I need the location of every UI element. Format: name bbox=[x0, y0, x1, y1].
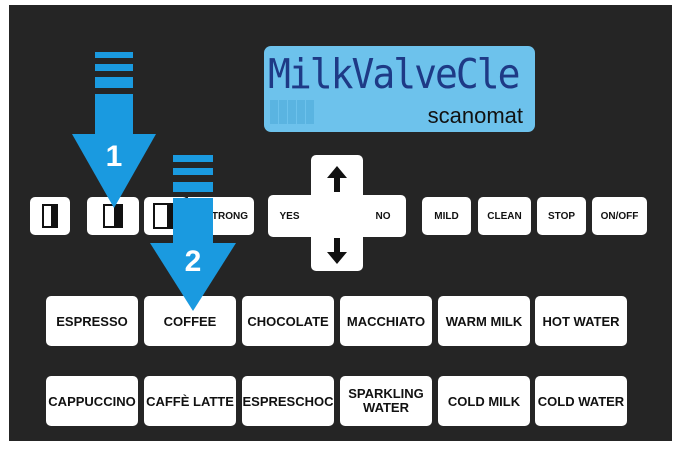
chocolate-label: CHOCOLATE bbox=[247, 313, 329, 329]
cappuccino-button[interactable]: CAPPUCCINO bbox=[46, 376, 138, 426]
cold-milk-button[interactable]: COLD MILK bbox=[438, 376, 530, 426]
espreschoc-button[interactable]: ESPRESCHOC bbox=[242, 376, 334, 426]
brand-logo: scanomat bbox=[427, 103, 523, 128]
cold-milk-label: COLD MILK bbox=[447, 393, 521, 409]
mild-label: MILD bbox=[434, 210, 459, 222]
stop-button[interactable]: STOP bbox=[537, 197, 586, 235]
no-button[interactable]: NO bbox=[363, 195, 403, 237]
step-1-number: 1 bbox=[105, 139, 123, 173]
step-2-arrow bbox=[150, 155, 236, 311]
hot-water-label: HOT WATER bbox=[542, 313, 620, 329]
small-cup-icon bbox=[42, 204, 58, 228]
down-button[interactable] bbox=[318, 232, 356, 270]
macchiato-label: MACCHIATO bbox=[346, 313, 426, 329]
step-1-arrow bbox=[72, 52, 156, 208]
lcd-display: MilkValveCle scanomat bbox=[264, 46, 535, 132]
yes-button[interactable]: YES bbox=[268, 195, 311, 237]
warm-milk-button[interactable]: WARM MILK bbox=[438, 296, 530, 346]
clean-button[interactable]: CLEAN bbox=[478, 197, 531, 235]
on-off-button[interactable]: ON/OFF bbox=[592, 197, 647, 235]
mild-button[interactable]: MILD bbox=[422, 197, 471, 235]
arrow-up-icon bbox=[327, 166, 347, 192]
macchiato-button[interactable]: MACCHIATO bbox=[340, 296, 432, 346]
lcd-message: MilkValveCle bbox=[268, 50, 521, 98]
no-label: NO bbox=[375, 210, 391, 222]
stop-label: STOP bbox=[547, 210, 576, 222]
caffe-latte-button[interactable]: CAFFÈ LATTE bbox=[144, 376, 236, 426]
arrow-down-icon bbox=[327, 238, 347, 264]
espresso-label: ESPRESSO bbox=[56, 313, 128, 329]
sparkling-water-button[interactable]: SPARKLING WATER bbox=[340, 376, 432, 426]
up-button[interactable] bbox=[318, 160, 356, 198]
hot-water-button[interactable]: HOT WATER bbox=[535, 296, 627, 346]
warm-milk-label: WARM MILK bbox=[445, 313, 523, 329]
espreschoc-label: ESPRESCHOC bbox=[242, 393, 334, 409]
cold-water-label: COLD WATER bbox=[537, 393, 625, 409]
caffe-latte-label: CAFFÈ LATTE bbox=[146, 393, 234, 409]
sparkling-water-label: SPARKLING WATER bbox=[348, 386, 424, 415]
espresso-button[interactable]: ESPRESSO bbox=[46, 296, 138, 346]
cold-water-button[interactable]: COLD WATER bbox=[535, 376, 627, 426]
on-off-label: ON/OFF bbox=[600, 210, 639, 222]
strong-label: STRONG bbox=[205, 210, 248, 222]
step-2-number: 2 bbox=[184, 244, 202, 278]
clean-label: CLEAN bbox=[487, 210, 522, 222]
small-cup-button[interactable] bbox=[30, 197, 70, 235]
coffee-label: COFFEE bbox=[163, 313, 217, 329]
lcd-unlit-segments bbox=[270, 100, 314, 124]
cappuccino-label: CAPPUCCINO bbox=[48, 393, 136, 409]
yes-label: YES bbox=[279, 210, 300, 222]
chocolate-button[interactable]: CHOCOLATE bbox=[242, 296, 334, 346]
